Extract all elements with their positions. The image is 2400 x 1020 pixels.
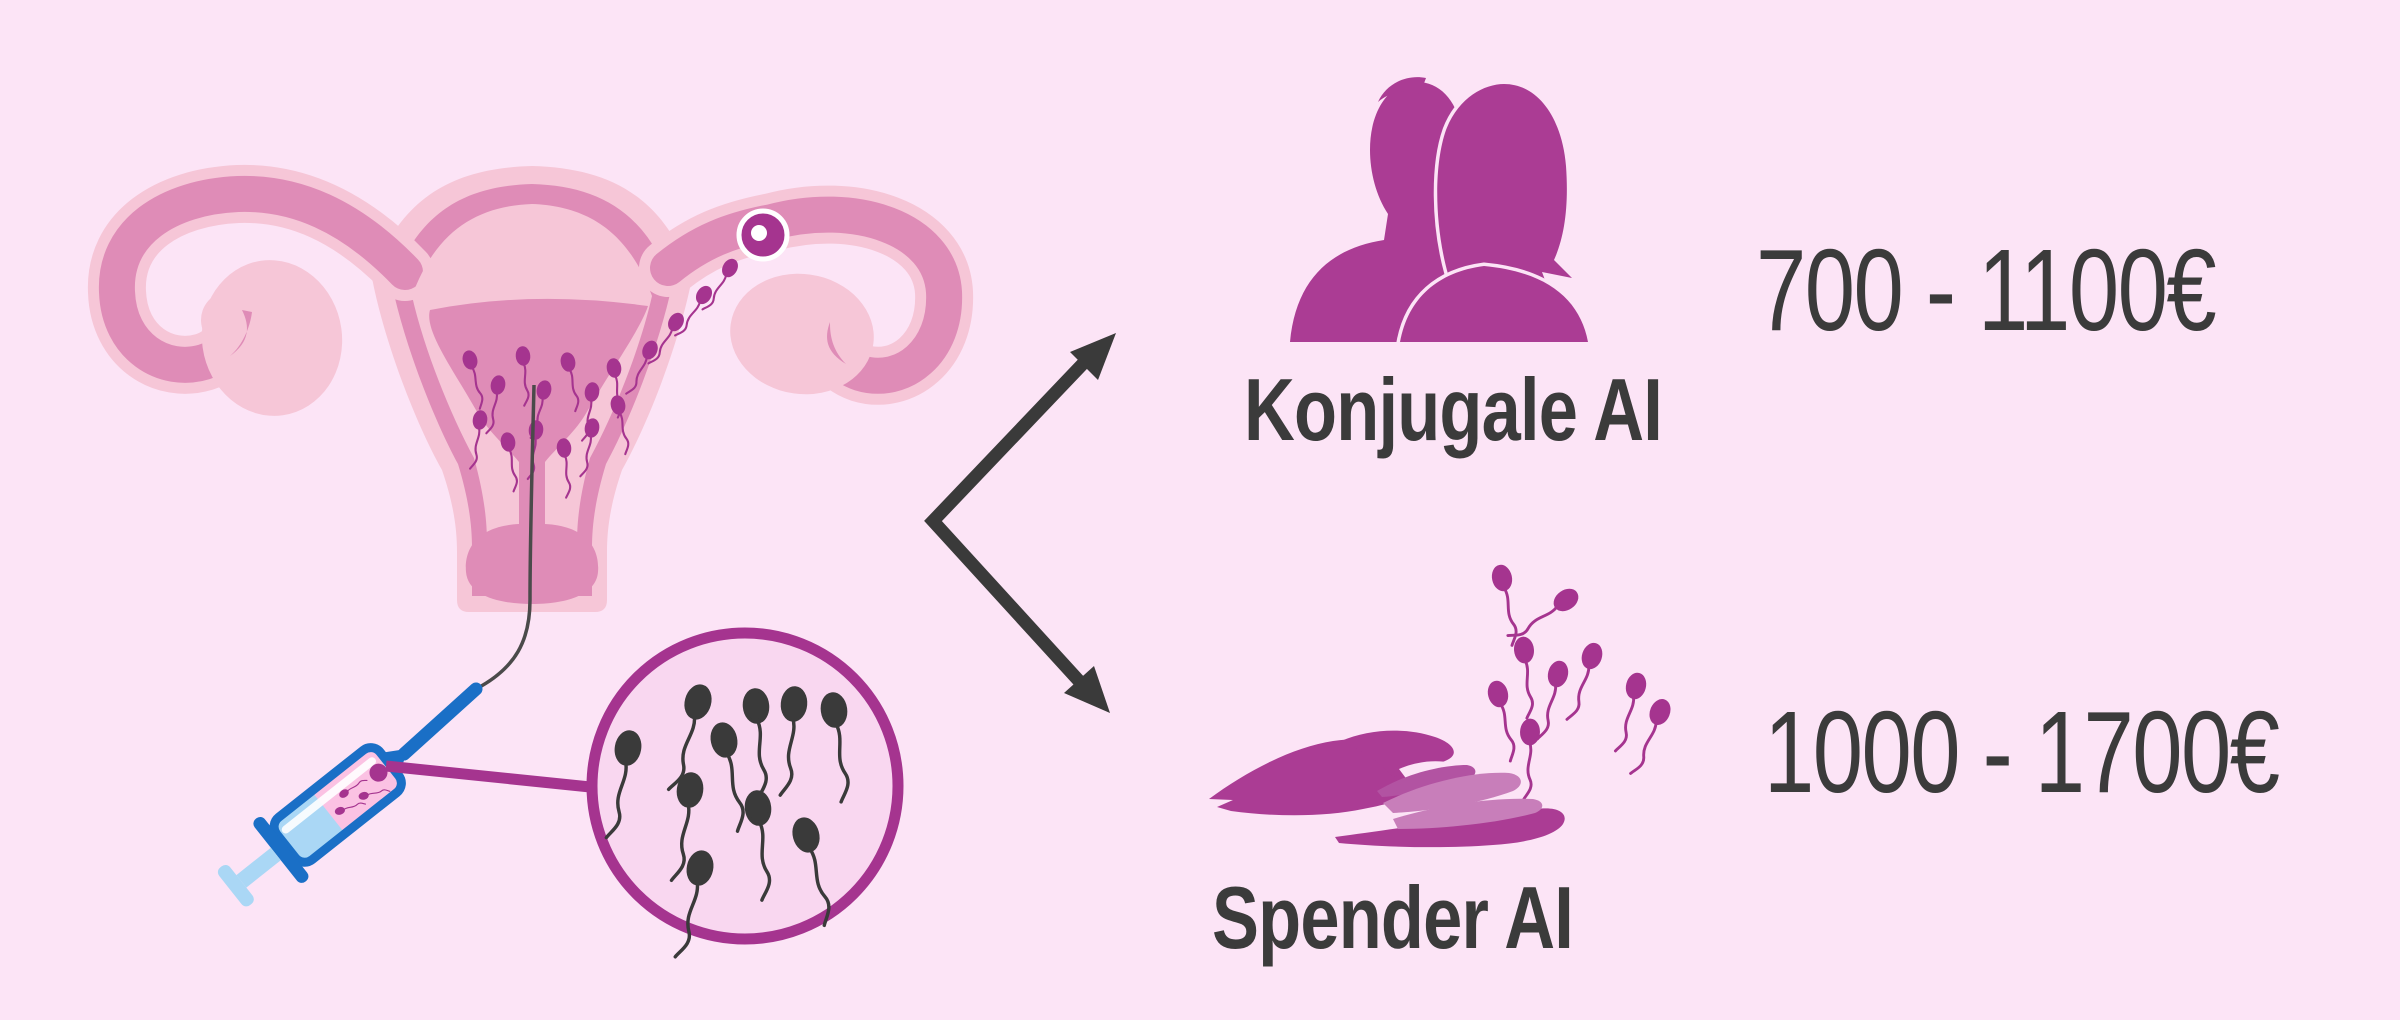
hand-finger-mid	[1377, 765, 1476, 797]
egg-cell-icon	[736, 208, 790, 262]
option-spender-price: 1000 - 1700€	[1764, 687, 2280, 817]
couple-icon	[1290, 77, 1593, 346]
hand-with-sperm-icon	[1209, 563, 1674, 848]
fimbriae-right	[827, 322, 846, 364]
sperm-magnifier-icon	[385, 627, 904, 963]
woman-silhouette-hair	[1433, 80, 1583, 296]
syringe-icon	[217, 743, 406, 907]
branch-arrows-icon	[924, 333, 1116, 713]
option-konjugale-price: 700 - 1100€	[1756, 225, 2217, 355]
uterine-cavity	[429, 298, 648, 604]
ovary-left	[201, 260, 343, 416]
man-hair	[1378, 77, 1426, 102]
option-konjugale-label: Konjugale AI	[1244, 360, 1663, 459]
catheter-blue-tube	[397, 682, 483, 761]
ovary-right	[730, 273, 874, 395]
uterus-icon	[87, 164, 974, 612]
option-spender-label: Spender AI	[1212, 868, 1574, 967]
fallopian-tube-left-inner	[98, 175, 423, 383]
woman-silhouette-torso	[1395, 262, 1593, 346]
arrow-down-head	[1064, 666, 1110, 713]
fimbriae-left	[230, 310, 252, 356]
arrow-up-head	[1070, 333, 1116, 380]
donor-sperm-group	[1485, 563, 1674, 802]
hand-finger-lower	[1393, 798, 1543, 829]
hand-finger-upper	[1383, 772, 1521, 813]
catheter-icon	[475, 384, 536, 691]
